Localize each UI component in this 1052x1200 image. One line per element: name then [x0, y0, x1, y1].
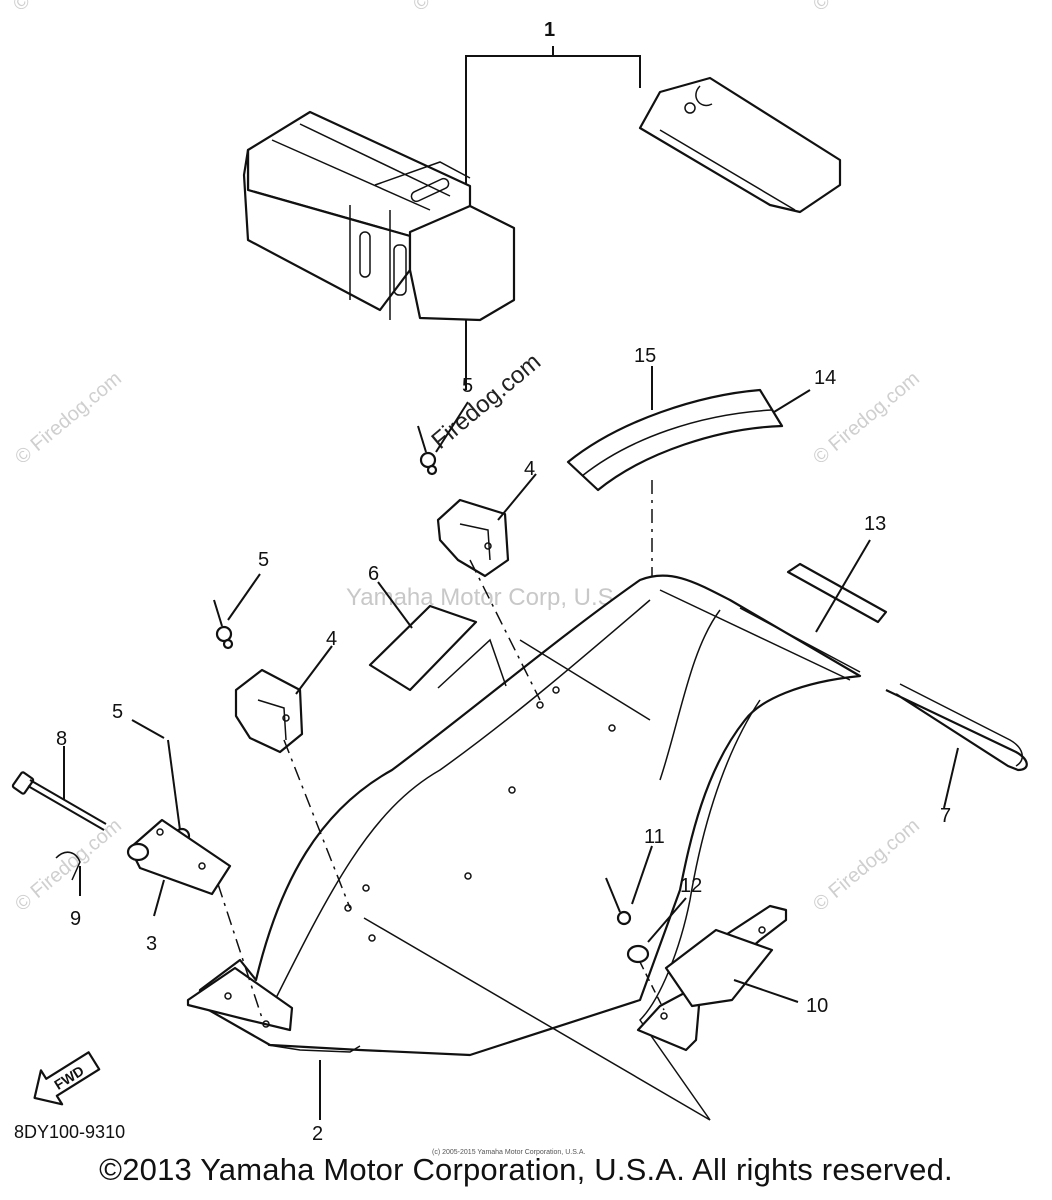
copyright-notice: ©2013 Yamaha Motor Corporation, U.S.A. A… — [99, 1152, 953, 1187]
callout-8: 8 — [56, 728, 67, 750]
watermark-firedog: © Firedog.com — [9, 0, 124, 16]
watermark-firedog: © Firedog.com — [809, 0, 924, 16]
callout-4-lower: 4 — [326, 628, 337, 650]
callout-11: 11 — [644, 826, 665, 848]
callout-5-mid: 5 — [258, 549, 269, 571]
part-1-covers — [242, 46, 842, 390]
part-6-decal — [368, 581, 507, 692]
callout-7: 7 — [940, 805, 951, 827]
callout-6: 6 — [368, 563, 379, 585]
part-4-bracket-lower — [234, 645, 351, 909]
part-2-fender — [186, 574, 862, 1121]
part-4-bracket-upper — [436, 473, 541, 701]
watermark-center: Yamaha Motor Corp, U.S.A — [346, 584, 636, 611]
part-5-screw-mid — [213, 573, 261, 650]
watermark-firedog: © Firedog.com — [409, 0, 524, 16]
part-10-latch — [636, 904, 799, 1052]
part-3-hinge — [126, 818, 263, 1019]
part-7-rod — [885, 683, 1028, 809]
callout-14: 14 — [814, 367, 836, 389]
callout-2: 2 — [312, 1123, 323, 1145]
diagram-code: 8DY100-9310 — [14, 1122, 126, 1142]
callout-5-top: 5 — [462, 375, 473, 397]
callout-9: 9 — [70, 908, 81, 930]
part-5-screw-top — [417, 401, 469, 476]
part-13-strip — [739, 539, 888, 673]
mini-copyright: (c) 2005-2015 Yamaha Motor Corporation, … — [432, 1149, 586, 1156]
part-11-screw — [605, 845, 653, 926]
watermark-firedog: © Firedog.com — [11, 814, 126, 915]
callout-labels: 1 2 3 4 4 5 5 5 6 7 8 9 10 11 12 13 14 1… — [56, 19, 951, 1145]
part-12-washer — [626, 897, 687, 1011]
callout-12: 12 — [680, 875, 702, 897]
callout-3: 3 — [146, 933, 157, 955]
callout-4-upper: 4 — [524, 458, 535, 480]
callout-10: 10 — [806, 995, 828, 1017]
fwd-arrow: FWD — [33, 1051, 101, 1106]
callout-5-low: 5 — [112, 701, 123, 723]
watermark-firedog: © Firedog.com — [809, 814, 924, 915]
part-8-bolt — [11, 746, 107, 831]
part-9-pin — [55, 851, 81, 896]
callout-15: 15 — [634, 345, 656, 367]
callout-13: 13 — [864, 513, 886, 535]
watermark-firedog: © Firedog.com — [11, 367, 126, 468]
callout-1: 1 — [544, 19, 555, 41]
